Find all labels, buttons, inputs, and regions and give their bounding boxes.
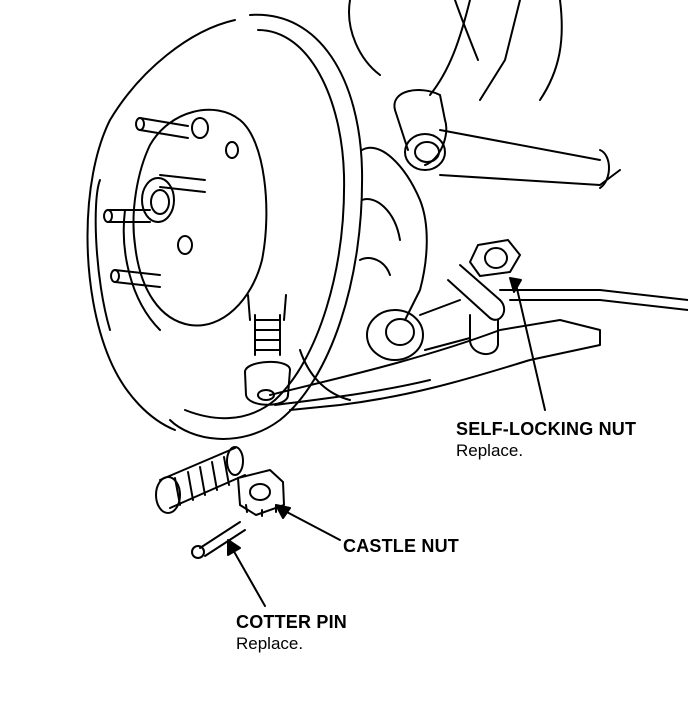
cotter-pin-note: Replace. [236, 634, 304, 653]
cotter-pin-drawing [191, 521, 246, 559]
hub-flange [122, 108, 268, 331]
steering-knuckle [299, 147, 428, 401]
cotter-pin-callout: COTTER PIN Replace. [236, 611, 347, 655]
upper-arm-lines [348, 0, 621, 189]
cotter-pin-label: COTTER PIN [236, 612, 348, 632]
self-locking-nut-note: Replace. [456, 441, 524, 460]
wheel-studs [103, 117, 206, 288]
self-locking-nut-drawing [447, 239, 521, 355]
lower-bushing [366, 299, 471, 361]
brake-rotor [86, 13, 364, 440]
lower-control-arm [269, 289, 688, 411]
axle-shaft [155, 446, 246, 514]
castle-nut-label: CASTLE NUT [343, 536, 459, 556]
ball-joint-stud [244, 294, 291, 406]
leader-lines [227, 277, 546, 607]
self-locking-nut-callout: SELF-LOCKING NUT Replace. [456, 418, 636, 462]
castle-nut-callout: CASTLE NUT [343, 535, 459, 557]
self-locking-nut-label: SELF-LOCKING NUT [456, 419, 637, 439]
upper-bushing [393, 89, 448, 171]
